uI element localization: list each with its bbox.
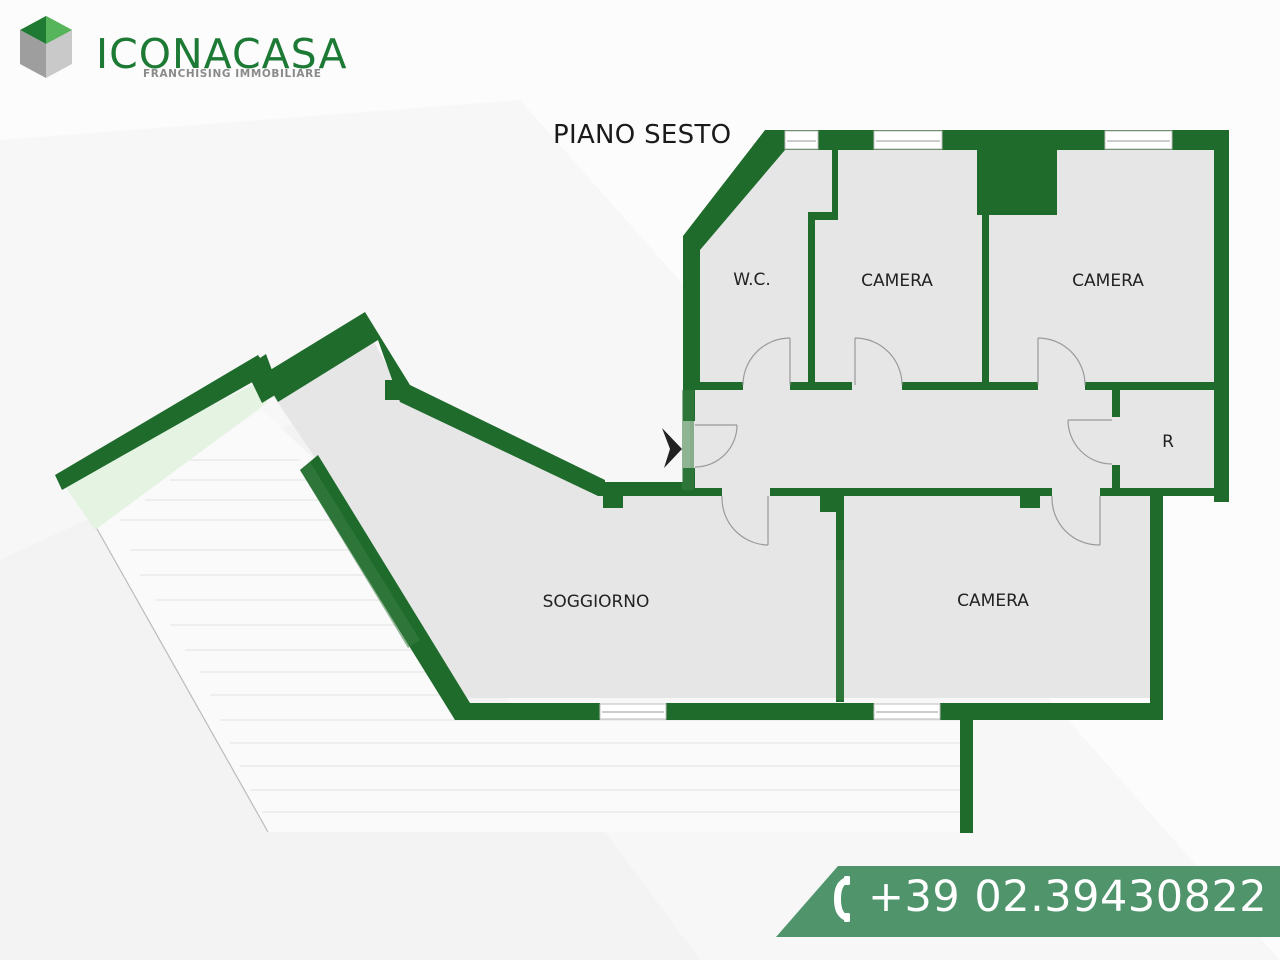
floor-title: PIANO SESTO — [553, 120, 732, 150]
balcony — [62, 385, 268, 530]
brand-name: ICONACASA — [96, 30, 348, 78]
arrow-right-icon — [662, 428, 682, 468]
room-label-soggiorno: SOGGIORNO — [542, 592, 650, 612]
room-label-ripostiglio: R — [1162, 432, 1174, 452]
room-label-camera: CAMERA — [957, 591, 1029, 611]
brand-logo: ICONACASA FRANCHISING IMMOBILIARE — [18, 14, 347, 84]
room-label-wc: W.C. — [733, 270, 771, 290]
phone-icon — [834, 876, 850, 922]
phone-number[interactable]: +39 02.39430822 — [868, 872, 1268, 922]
cube-logo-icon — [20, 16, 72, 78]
room-label-camera: CAMERA — [1072, 271, 1144, 291]
room-floors — [268, 148, 1214, 698]
phone-banner — [776, 866, 1280, 937]
brand-tagline: FRANCHISING IMMOBILIARE — [143, 68, 322, 80]
room-label-camera: CAMERA — [861, 271, 933, 291]
doors — [694, 337, 1113, 546]
